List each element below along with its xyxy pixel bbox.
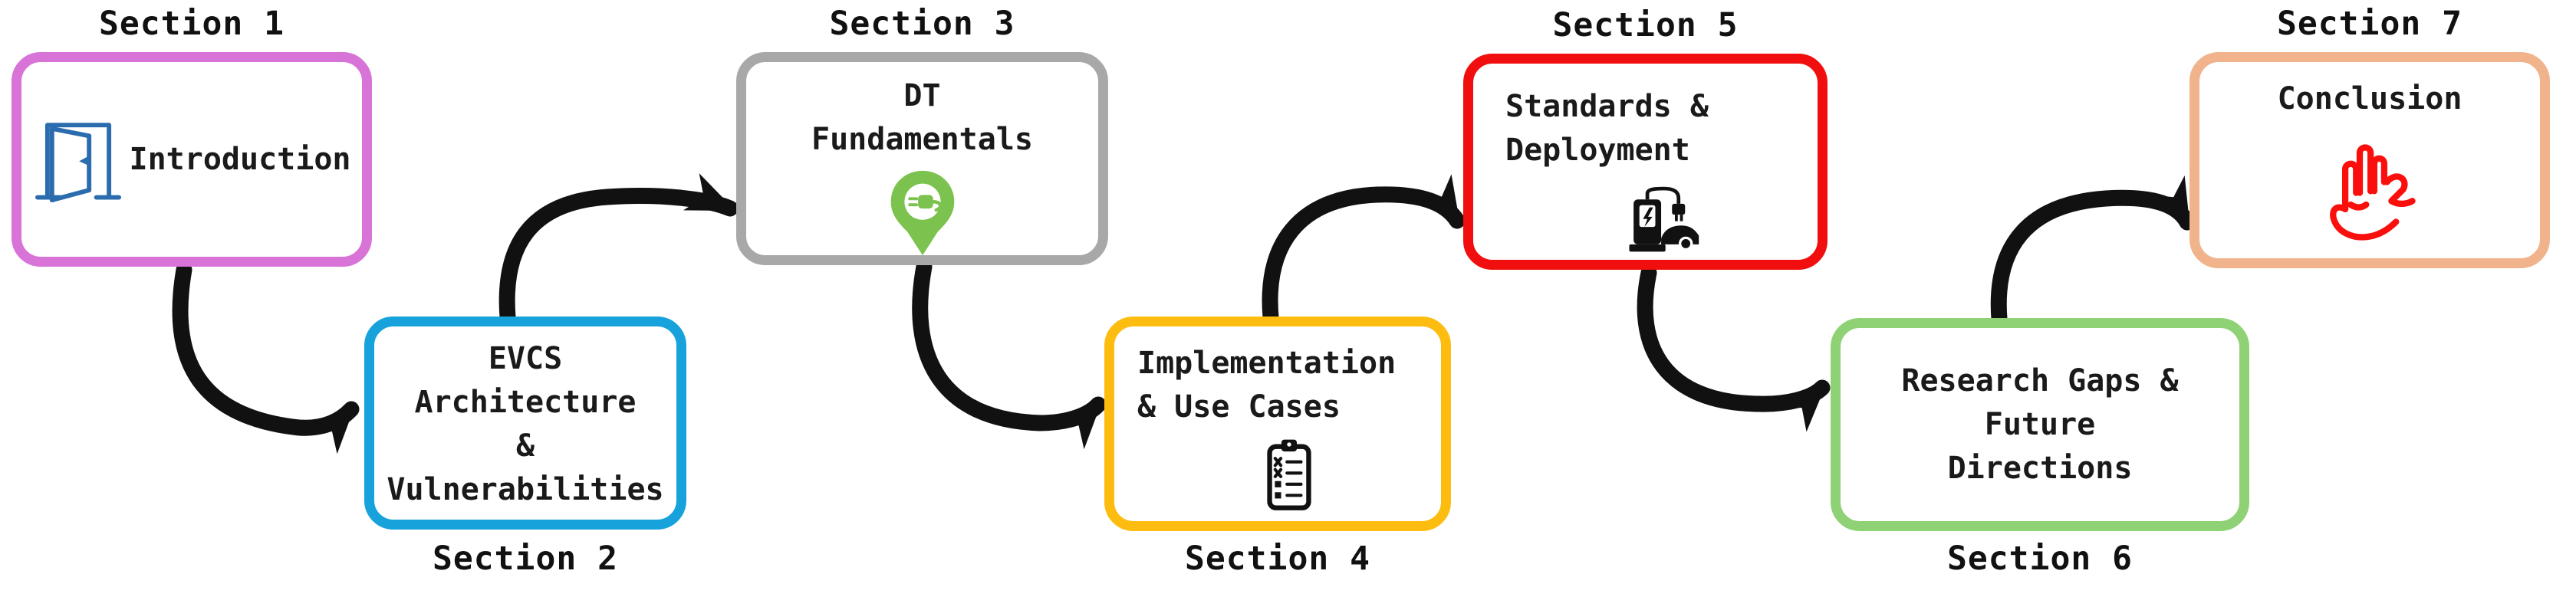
open-door-icon	[33, 114, 123, 205]
section-2-title-line: &	[515, 428, 535, 464]
section-2-label: Section 2	[433, 540, 618, 578]
ev-charging-pin-icon	[884, 168, 961, 258]
section-2-title-line: Vulnerabilities	[387, 472, 664, 507]
section-4-label: Section 4	[1185, 540, 1370, 578]
section-4-title-line: Implementation	[1137, 346, 1397, 381]
section-3-title-line: Fundamentals	[811, 122, 1033, 157]
section-2-title-line: Architecture	[414, 385, 637, 420]
section-4-node: Implementation & Use Cases	[1104, 317, 1451, 531]
section-2-node: EVCS Architecture & Vulnerabilities	[364, 317, 686, 530]
section-7-label: Section 7	[2277, 5, 2462, 43]
checklist-clipboard-icon	[1139, 437, 1439, 513]
arrow-section6-to-section7	[1990, 175, 2196, 327]
arrow-section2-to-section3	[498, 173, 739, 326]
section-7-node: Conclusion	[2189, 52, 2550, 268]
section-6-title-line: Future	[1984, 406, 2096, 442]
section-6-title-line: Research Gaps &	[1901, 362, 2179, 399]
section-5-node: Standards & Deployment	[1463, 54, 1828, 270]
ev-charging-station-icon	[1516, 186, 1808, 259]
section-5-title-line: Deployment	[1505, 133, 1690, 168]
section-5-label: Section 5	[1552, 6, 1739, 44]
section-7-title: Conclusion	[2277, 81, 2462, 116]
arrow-section5-to-section6	[1637, 264, 1831, 432]
section-6-node: Research Gaps & Future Directions	[1831, 318, 2249, 531]
arrow-section4-to-section5	[1262, 174, 1466, 326]
section-3-title-line: DT	[903, 78, 941, 113]
arrow-section3-to-section4	[912, 258, 1107, 450]
section-4-title-line: & Use Cases	[1137, 389, 1341, 425]
section-3-node: DT Fundamentals	[736, 52, 1108, 265]
stop-hand-icon	[2320, 126, 2420, 244]
section-2-title-line: EVCS	[488, 341, 563, 376]
section-1-title: Introduction	[129, 141, 351, 177]
section-1-label: Section 1	[99, 5, 285, 43]
section-6-label: Section 6	[1947, 540, 2133, 578]
section-6-title-line: Directions	[1947, 450, 2133, 486]
arrow-section1-to-section2	[172, 261, 360, 454]
section-1-node: Introduction	[12, 52, 372, 267]
section-5-title-line: Standards &	[1505, 89, 1709, 124]
section-3-label: Section 3	[829, 5, 1015, 43]
